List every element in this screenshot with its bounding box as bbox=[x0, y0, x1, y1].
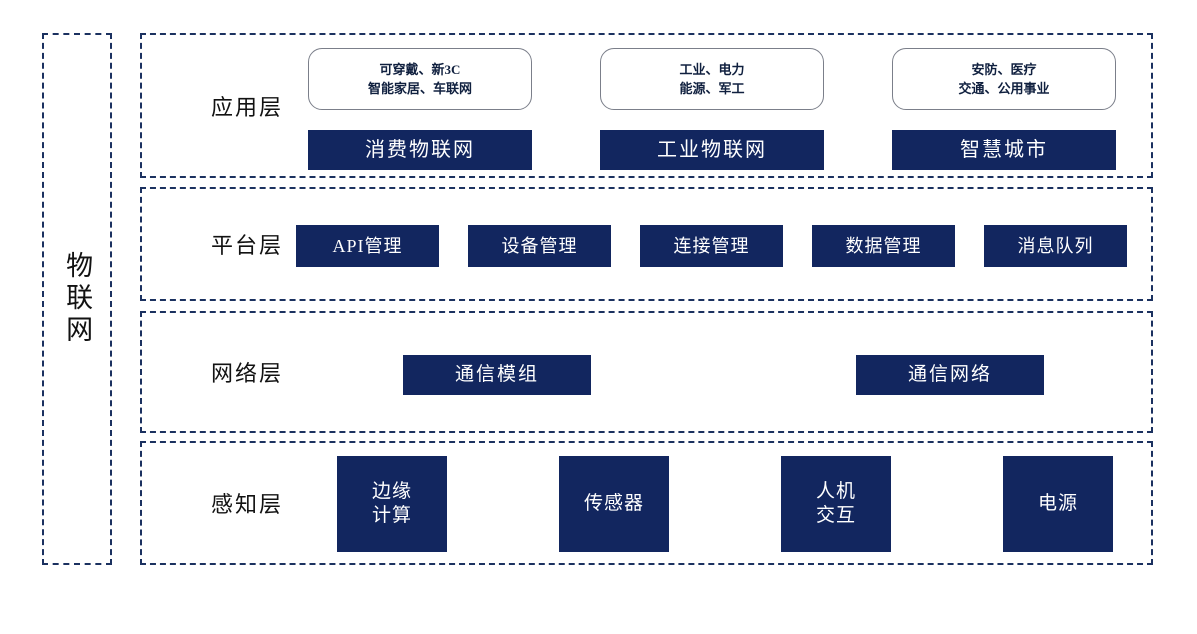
platform-box-connection-management[interactable]: 连接管理 bbox=[640, 225, 783, 267]
perception-box-power-supply[interactable]: 电源 bbox=[1003, 456, 1113, 552]
layer-network-label: 网络层 bbox=[210, 361, 283, 386]
root-label: 物联网 bbox=[62, 251, 93, 347]
layer-application-label: 应用层 bbox=[210, 94, 283, 120]
platform-box-data-management[interactable]: 数据管理 bbox=[812, 225, 955, 267]
application-domains-smartcity: 安防、医疗 交通、公用事业 bbox=[892, 48, 1116, 110]
platform-box-api-management[interactable]: API管理 bbox=[296, 225, 439, 267]
layer-application: 应用层 可穿戴、新3C 智能家居、车联网 消费物联网 工业、电力 能源、军工 工… bbox=[140, 33, 1153, 178]
application-box-smart-city[interactable]: 智慧城市 bbox=[892, 130, 1116, 170]
layer-perception: 感知层 边缘 计算 传感器 人机 交互 电源 bbox=[140, 441, 1153, 565]
layer-network: 网络层 通信模组 通信网络 bbox=[140, 311, 1153, 433]
application-box-consumer-iot[interactable]: 消费物联网 bbox=[308, 130, 532, 170]
application-domains-industrial: 工业、电力 能源、军工 bbox=[600, 48, 824, 110]
perception-box-human-machine-interaction[interactable]: 人机 交互 bbox=[781, 456, 891, 552]
network-box-communication-module[interactable]: 通信模组 bbox=[403, 355, 591, 395]
layer-platform-label: 平台层 bbox=[210, 233, 283, 258]
application-box-industrial-iot[interactable]: 工业物联网 bbox=[600, 130, 824, 170]
application-domains-consumer: 可穿戴、新3C 智能家居、车联网 bbox=[308, 48, 532, 110]
platform-box-device-management[interactable]: 设备管理 bbox=[468, 225, 611, 267]
perception-box-sensor[interactable]: 传感器 bbox=[559, 456, 669, 552]
root-column: 物联网 bbox=[42, 33, 112, 565]
layer-perception-label: 感知层 bbox=[210, 492, 283, 517]
layer-platform: 平台层 API管理 设备管理 连接管理 数据管理 消息队列 bbox=[140, 187, 1153, 301]
perception-box-edge-computing[interactable]: 边缘 计算 bbox=[337, 456, 447, 552]
platform-box-message-queue[interactable]: 消息队列 bbox=[984, 225, 1127, 267]
network-box-communication-network[interactable]: 通信网络 bbox=[856, 355, 1044, 395]
